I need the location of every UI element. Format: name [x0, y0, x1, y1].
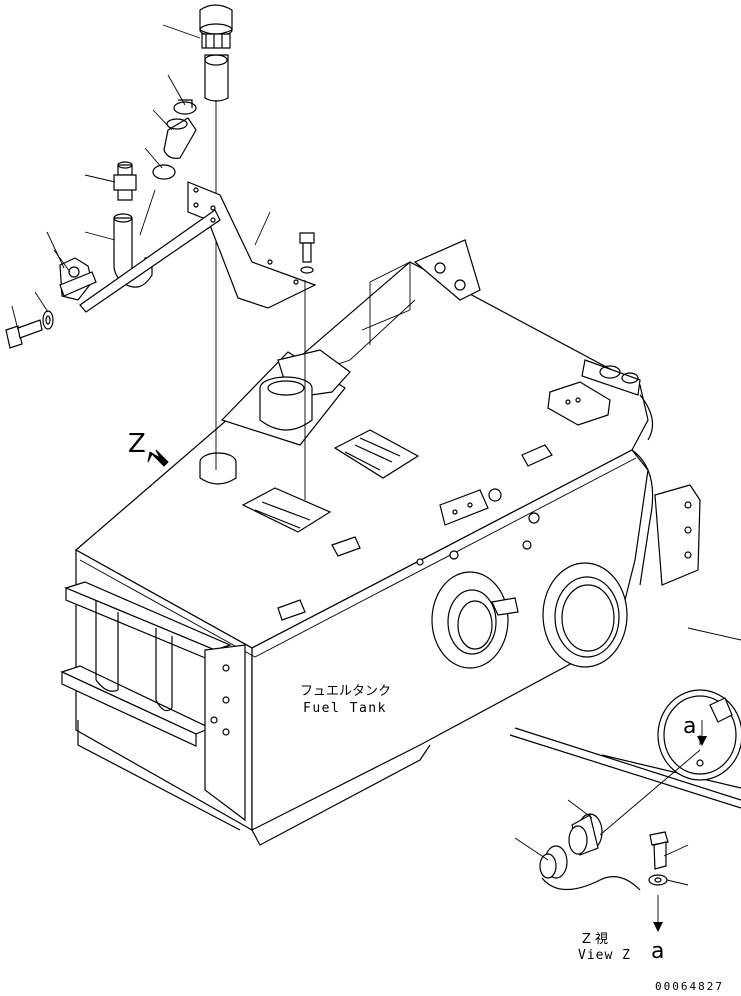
breather-valve [113, 161, 137, 201]
hose-clamp-lower [152, 164, 176, 180]
tank-top-fittings [199, 239, 611, 621]
tank-name-jp: フュエルタンク [300, 684, 391, 699]
hose-clamp-upper [173, 99, 197, 115]
view-z-marker: Z [128, 429, 146, 459]
detail-a-label-bottom: a [651, 939, 664, 964]
washer-left [42, 310, 54, 330]
view-z-detail [509, 627, 741, 932]
tank-name-en: Fuel Tank [303, 701, 387, 716]
tank-rear-bracket [581, 359, 701, 586]
fuel-tank-body [74, 261, 654, 846]
view-z-title-jp: Z 視 [582, 932, 608, 947]
view-z-arrow [147, 449, 169, 467]
mounting-bracket [79, 181, 317, 313]
view-z-title-en: View Z [578, 948, 631, 963]
mount-bolt-left [5, 319, 43, 349]
tank-side-ports [431, 562, 628, 669]
mount-bolt-right [299, 232, 315, 274]
breather-cap [199, 4, 233, 102]
breather-hose [163, 117, 197, 159]
tank-front-frame [60, 581, 246, 831]
detail-a-label: a [683, 714, 696, 739]
part-leader-lines [11, 24, 271, 331]
pipe-clamp [59, 257, 97, 301]
drawing-number: 00064827 [655, 980, 724, 993]
